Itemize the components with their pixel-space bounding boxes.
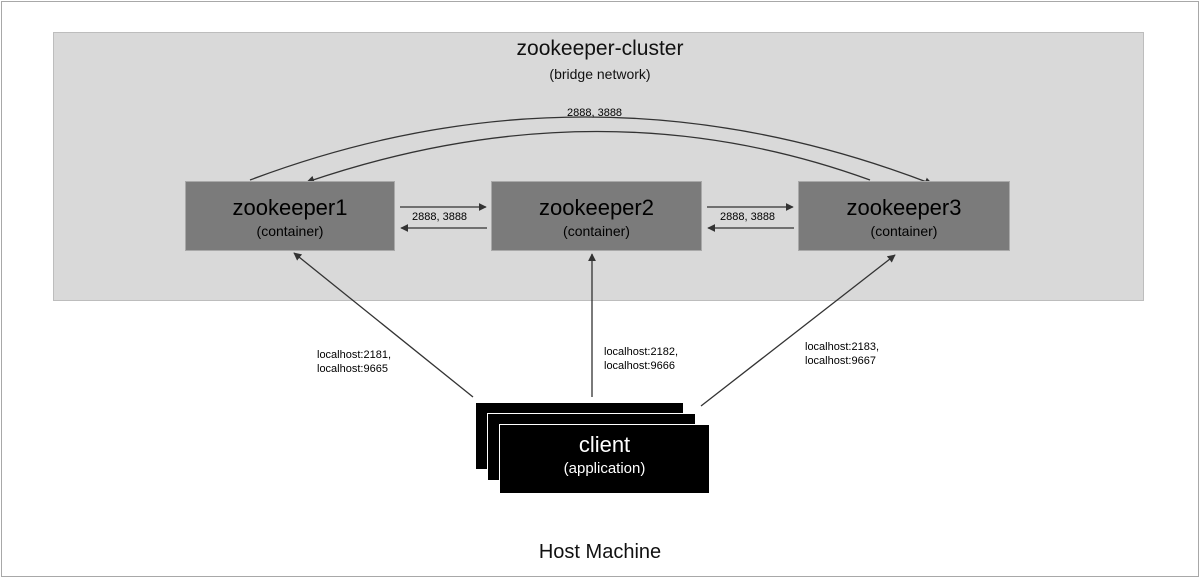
label-zk1-zk3-ports: 2888, 3888 xyxy=(567,107,623,119)
node-kind: (container) xyxy=(256,223,324,239)
label-line: localhost:2182, xyxy=(604,346,678,358)
node-zookeeper3: zookeeper3 (container) xyxy=(798,181,1010,251)
node-name: zookeeper2 xyxy=(539,195,654,220)
label-zk2-zk3-ports: 2888, 3888 xyxy=(720,211,776,223)
label-client-zk3: localhost:2183, localhost:9667 xyxy=(805,340,879,368)
node-kind: (container) xyxy=(870,223,938,239)
cluster-subtitle: (bridge network) xyxy=(549,66,651,82)
client-kind: (application) xyxy=(563,460,646,477)
label-client-zk2: localhost:2182, localhost:9666 xyxy=(604,345,678,373)
client-name: client xyxy=(578,432,631,457)
node-name: zookeeper1 xyxy=(232,195,348,220)
cluster-network-box xyxy=(53,32,1144,301)
label-zk1-zk2-ports: 2888, 3888 xyxy=(412,211,468,223)
arc-zk1-to-zk3 xyxy=(249,116,933,186)
node-name: zookeeper3 xyxy=(846,195,962,220)
arrow-client-to-zk1 xyxy=(293,252,474,398)
arrow-client-to-zk3 xyxy=(700,254,896,407)
label-line: localhost:9667 xyxy=(805,355,876,367)
cluster-title: zookeeper-cluster xyxy=(516,37,684,60)
node-zookeeper2: zookeeper2 (container) xyxy=(491,181,702,251)
label-line: localhost:9666 xyxy=(604,360,675,372)
node-zookeeper1: zookeeper1 (container) xyxy=(185,181,395,251)
node-kind: (container) xyxy=(563,223,630,239)
label-line: localhost:2183, xyxy=(805,341,879,353)
client-application: client (application) xyxy=(499,424,710,494)
label-line: localhost:9665 xyxy=(317,363,388,375)
host-machine-title: Host Machine xyxy=(538,541,662,563)
label-line: localhost:2181, xyxy=(317,349,391,361)
label-client-zk1: localhost:2181, localhost:9665 xyxy=(317,348,391,376)
arc-zk3-to-zk1 xyxy=(306,130,871,184)
